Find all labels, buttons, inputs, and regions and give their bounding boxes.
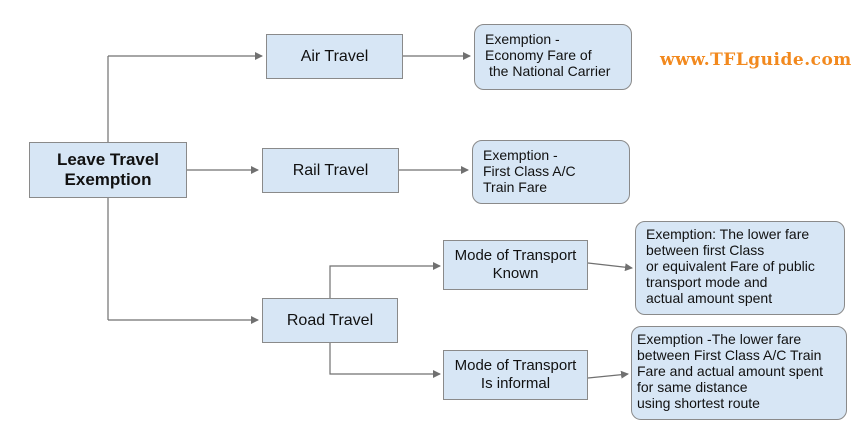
road-travel-box: Road Travel xyxy=(262,298,398,343)
root-label-line1: Leave Travel xyxy=(56,150,160,169)
watermark-text: www.TFLguide.com xyxy=(660,50,852,70)
rail-travel-box: Rail Travel xyxy=(262,148,399,193)
mode-informal-line2: Is informal xyxy=(480,375,551,392)
root-box: Leave Travel Exemption xyxy=(29,142,187,198)
informal-exemption-line: using shortest route xyxy=(637,395,760,411)
rail-exemption-line: Exemption - xyxy=(483,147,558,163)
air-exemption-line: the National Carrier xyxy=(489,63,611,79)
rail-exemption-box: Exemption - First Class A/C Train Fare xyxy=(472,140,630,204)
mode-known-line1: Mode of Transport xyxy=(454,247,577,264)
mode-known-line2: Known xyxy=(492,265,539,282)
connector-known-to-exemption xyxy=(587,262,633,272)
road-travel-label: Road Travel xyxy=(286,312,374,329)
air-travel-label: Air Travel xyxy=(300,48,369,65)
known-exemption-line: transport mode and xyxy=(646,274,768,290)
informal-exemption-line: Fare and actual amount spent xyxy=(637,363,824,379)
informal-exemption-box: Exemption -The lower fare between First … xyxy=(631,326,847,420)
known-exemption-line: between first Class xyxy=(646,242,765,258)
informal-exemption-line: between First Class A/C Train xyxy=(637,347,822,363)
connector-road-to-informal xyxy=(329,342,441,378)
known-exemption-line: actual amount spent xyxy=(646,290,773,306)
mode-known-box: Mode of Transport Known xyxy=(443,240,588,290)
rail-travel-label: Rail Travel xyxy=(292,162,369,179)
mode-informal-box: Mode of Transport Is informal xyxy=(443,350,588,400)
informal-exemption-line: Exemption -The lower fare xyxy=(637,331,802,347)
rail-exemption-line: First Class A/C xyxy=(483,163,576,179)
mode-informal-line1: Mode of Transport xyxy=(454,357,577,374)
air-exemption-line: Economy Fare of xyxy=(485,47,592,63)
rail-exemption-line: Train Fare xyxy=(483,179,548,195)
connector-informal-to-exemption xyxy=(587,370,629,379)
informal-exemption-line: for same distance xyxy=(637,379,748,395)
air-exemption-line: Exemption - xyxy=(485,31,560,47)
known-exemption-line: Exemption: The lower fare xyxy=(646,226,810,242)
air-exemption-box: Exemption - Economy Fare of the National… xyxy=(474,24,632,90)
known-exemption-line: or equivalent Fare of public xyxy=(646,258,815,274)
connector-road-to-known xyxy=(329,262,441,298)
root-label-line2: Exemption xyxy=(64,170,152,189)
known-exemption-box: Exemption: The lower fare between first … xyxy=(635,221,845,315)
air-travel-box: Air Travel xyxy=(266,34,403,79)
